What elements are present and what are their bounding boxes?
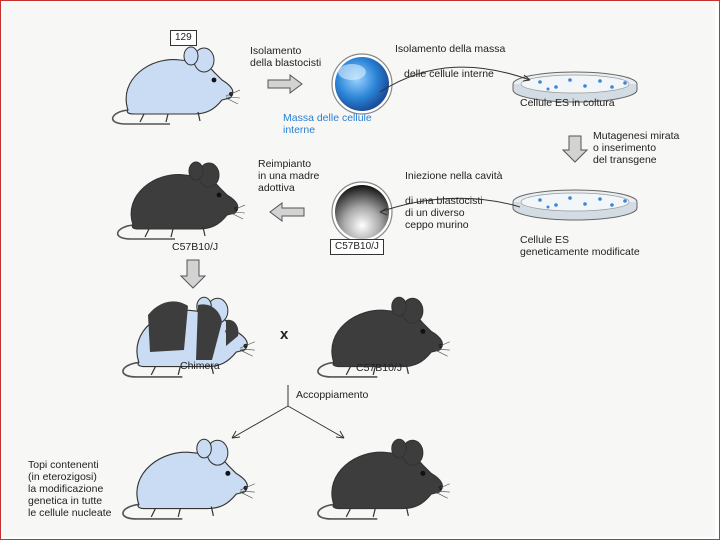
strain-box-c57b10j: C57B10/J [330,239,384,255]
line-mating-right [288,406,344,438]
petri-dish-es-modified [513,190,637,220]
label-reimplant: Reimpianto in una madre adottiva [258,158,319,194]
label-isolation-mass: Isolamento della massa [395,43,505,55]
label-mate-strain: C57B10/J [356,362,402,374]
label-es-modified: Cellule ES geneticamente modificate [520,234,640,258]
offspring-light-mouse [123,439,255,519]
label-isolation-blastocyst: Isolamento della blastocisti [250,45,321,69]
label-es-culture: Cellule ES in coltura [520,97,615,109]
label-mutagenesis: Mutagenesi mirata o inserimento del tran… [593,130,679,166]
line-mating-left [232,406,288,438]
label-inner-cells: delle cellule interne [404,68,494,80]
strain-box-129: 129 [170,30,197,46]
label-adoptive-strain: C57B10/J [172,241,218,253]
donor-mouse-129 [113,47,240,124]
label-mating: Accoppiamento [296,389,368,401]
arrow-down-mutagenesis [563,136,587,162]
cross-symbol: x [280,326,288,343]
blastocyst-inner-mass [332,54,392,114]
blastocyst-injected [332,182,392,242]
adoptive-mother-mouse [118,162,245,239]
arrow-right-1 [268,75,302,93]
offspring-dark-mouse [318,439,450,519]
label-blastocyst-other-strain: di una blastocisti di un diverso ceppo m… [405,195,483,231]
arrow-down-chimera [181,260,205,288]
label-inner-cell-mass: Massa delle cellule interne [283,112,372,136]
label-chimera: Chimera [180,360,220,372]
label-injection-cavity: Iniezione nella cavità [405,170,502,182]
arrow-left-2 [270,203,304,221]
label-offspring: Topi contenenti (in eterozigosi) la modi… [28,459,111,519]
